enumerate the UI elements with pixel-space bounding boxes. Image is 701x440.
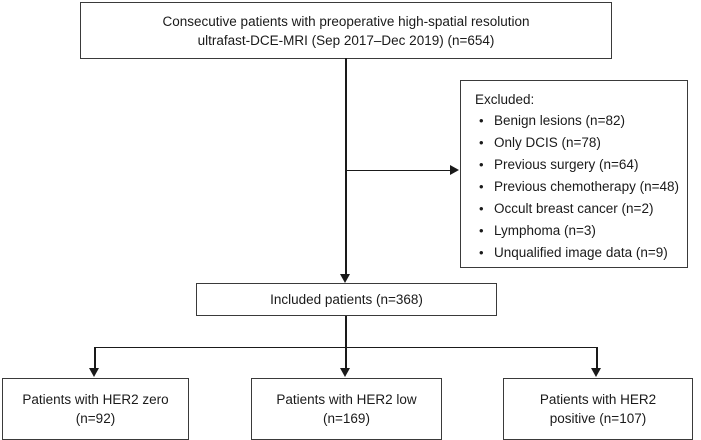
node-consecutive-patients-line2: ultrafast-DCE-MRI (Sep 2017–Dec 2019) (n… (197, 32, 495, 48)
arrowhead-to-her2-positive (591, 368, 602, 377)
excluded-item-label: Unqualified image data (n=9) (494, 245, 668, 260)
excluded-item-label: Only DCIS (n=78) (494, 135, 601, 150)
node-her2-low: Patients with HER2 low (n=169) (251, 378, 442, 440)
excluded-item-label: Previous chemotherapy (n=48) (494, 179, 679, 194)
list-item: • Benign lesions (n=82) (475, 110, 679, 132)
node-her2-zero-text: Patients with HER2 zero (n=92) (16, 390, 174, 428)
excluded-item-label: Previous surgery (n=64) (494, 157, 639, 172)
node-included-patients-label: Included patients (n=368) (270, 292, 423, 307)
list-item: • Previous surgery (n=64) (475, 154, 679, 176)
bullet-icon: • (479, 245, 484, 260)
connector-to-her2-positive (596, 347, 598, 369)
node-her2-low-line2: (n=169) (323, 411, 370, 426)
node-consecutive-patients-line1: Consecutive patients with preoperative h… (162, 13, 530, 29)
bullet-icon: • (479, 223, 484, 238)
list-item: • Previous chemotherapy (n=48) (475, 176, 679, 198)
arrowhead-to-included (340, 274, 350, 283)
excluded-item-label: Lymphoma (n=3) (494, 223, 596, 238)
bullet-icon: • (479, 201, 484, 216)
list-item: • Only DCIS (n=78) (475, 132, 679, 154)
excluded-item-label: Benign lesions (n=82) (494, 113, 625, 128)
connector-to-her2-low (345, 347, 347, 369)
bullet-icon: • (479, 135, 484, 150)
node-consecutive-patients: Consecutive patients with preoperative h… (80, 2, 612, 59)
bullet-icon: • (479, 179, 484, 194)
list-item: • Unqualified image data (n=9) (475, 242, 679, 264)
arrowhead-to-her2-low (340, 368, 350, 377)
connector-top-to-included (345, 58, 347, 275)
node-consecutive-patients-text: Consecutive patients with preoperative h… (157, 12, 536, 50)
excluded-title: Excluded: (475, 92, 535, 107)
list-item: • Lymphoma (n=3) (475, 220, 679, 242)
arrowhead-to-excluded (450, 164, 459, 175)
list-item: • Occult breast cancer (n=2) (475, 198, 679, 220)
node-her2-zero-line1: Patients with HER2 zero (22, 392, 169, 407)
node-her2-zero: Patients with HER2 zero (n=92) (2, 378, 189, 440)
node-her2-positive-line1: Patients with HER2 (539, 392, 657, 407)
connector-to-excluded (346, 169, 451, 172)
node-her2-positive-text: Patients with HER2 positive (n=107) (534, 390, 662, 428)
connector-included-to-split (345, 316, 347, 347)
bullet-icon: • (479, 113, 484, 128)
arrowhead-to-her2-zero (89, 368, 100, 377)
node-included-patients: Included patients (n=368) (196, 283, 497, 316)
excluded-list: • Benign lesions (n=82) • Only DCIS (n=7… (475, 110, 679, 264)
node-her2-positive: Patients with HER2 positive (n=107) (503, 378, 693, 440)
connector-to-her2-zero (94, 347, 96, 369)
node-excluded: Excluded: • Benign lesions (n=82) • Only… (460, 80, 688, 268)
bullet-icon: • (479, 157, 484, 172)
node-her2-positive-line2: positive (n=107) (549, 411, 647, 426)
node-her2-low-text: Patients with HER2 low (n=169) (270, 390, 422, 428)
node-her2-low-line1: Patients with HER2 low (276, 392, 417, 407)
excluded-item-label: Occult breast cancer (n=2) (494, 201, 654, 216)
node-her2-zero-line2: (n=92) (75, 411, 116, 426)
